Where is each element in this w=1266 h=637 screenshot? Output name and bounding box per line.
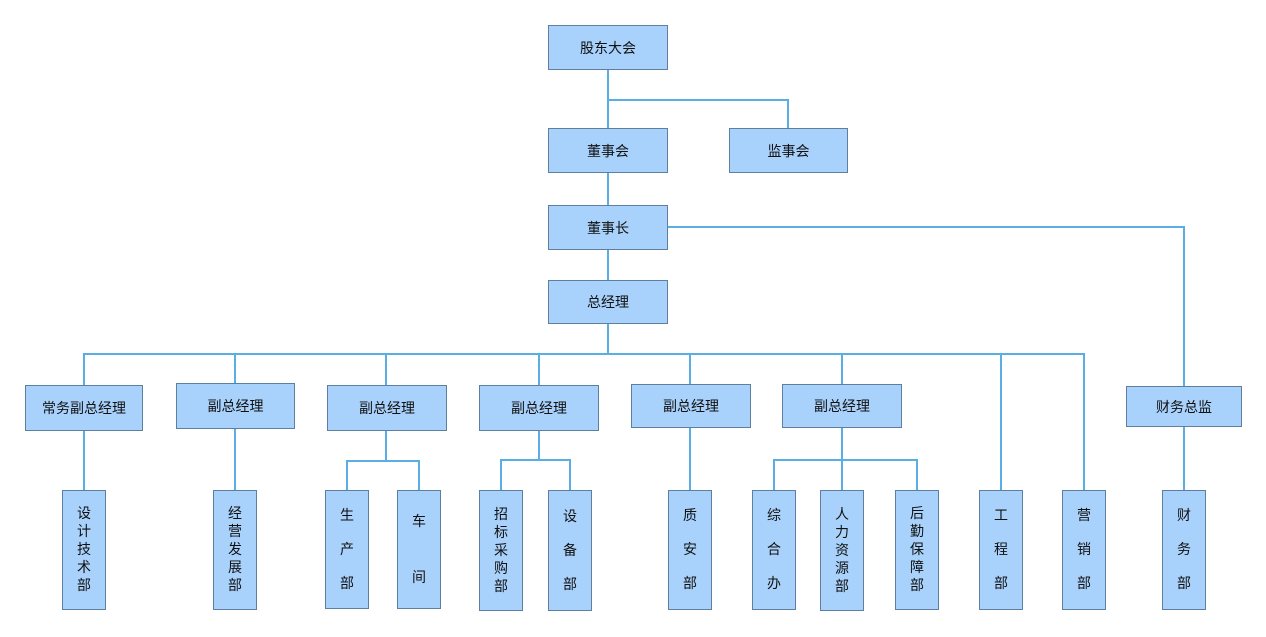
node-executive-vp: 常务副总经理 [25,385,143,431]
node-equipment-dept: 设备部 [548,490,592,611]
dept-label-char: 部 [494,578,508,595]
node-vp-2: 副总经理 [327,385,447,431]
dept-label-char: 部 [994,576,1008,592]
node-supervisors: 监事会 [729,128,848,173]
node-business-dev-dept: 经营发展部 [213,490,257,610]
dept-label-char: 营 [228,524,242,540]
dept-label-char: 间 [412,569,426,586]
dept-label-char: 程 [994,542,1008,558]
dept-label-char: 勤 [910,524,924,540]
dept-label-char: 部 [683,576,697,592]
dept-label-char: 备 [563,542,577,559]
dept-label-char: 术 [77,560,91,576]
dept-label-char: 部 [1077,576,1091,592]
dept-label-char: 发 [228,542,242,558]
dept-label-char: 务 [1177,542,1191,558]
node-vp-4: 副总经理 [631,384,751,428]
node-general-manager: 总经理 [548,280,668,324]
dept-label-char: 力 [835,524,849,541]
node-logistics-dept: 后勤保障部 [895,490,939,610]
dept-label-char: 保 [910,542,924,558]
node-engineering-dept: 工程部 [979,490,1023,610]
dept-label-char: 部 [340,575,354,592]
dept-label-char: 经 [228,506,242,522]
dept-label-char: 财 [1177,508,1191,524]
dept-label-char: 销 [1077,542,1091,558]
dept-label-char: 质 [683,508,697,524]
node-general-office: 综合办 [752,490,796,610]
dept-label-char: 购 [494,560,508,577]
dept-label-char: 部 [77,578,91,594]
node-quality-safety-dept: 质安部 [668,490,712,610]
dept-label-char: 展 [228,560,242,576]
dept-label-char: 办 [767,576,781,592]
dept-label-char: 设 [77,506,91,522]
dept-label-char: 源 [835,560,849,577]
dept-label-char: 标 [494,524,508,541]
dept-label-char: 部 [835,578,849,595]
dept-label-char: 部 [910,578,924,594]
dept-label-char: 招 [494,506,508,523]
dept-label-char: 营 [1077,508,1091,524]
dept-label-char: 部 [1177,576,1191,592]
dept-label-char: 部 [228,578,242,594]
node-shareholders: 股东大会 [548,25,668,70]
node-procurement-dept: 招标采购部 [479,490,523,611]
node-chairman: 董事长 [548,205,668,250]
node-workshop: 车间 [397,490,441,609]
dept-label-char: 生 [340,507,354,524]
dept-label-char: 综 [767,508,781,524]
dept-label-char: 合 [767,542,781,558]
dept-label-char: 资 [835,542,849,559]
dept-label-char: 技 [77,542,91,558]
node-board: 董事会 [548,128,668,173]
node-vp-3: 副总经理 [479,385,599,431]
dept-label-char: 后 [910,506,924,522]
dept-label-char: 安 [683,542,697,558]
node-vp-1: 副总经理 [176,383,295,429]
dept-label-char: 车 [412,513,426,530]
node-marketing-dept: 营销部 [1062,490,1106,610]
dept-label-char: 人 [835,506,849,523]
node-vp-5: 副总经理 [782,384,902,428]
node-production-dept: 生产部 [325,490,369,609]
node-hr-dept: 人力资源部 [820,490,864,611]
dept-label-char: 工 [994,508,1008,524]
node-design-tech-dept: 设计技术部 [62,490,106,610]
dept-label-char: 计 [77,524,91,540]
dept-label-char: 产 [340,541,354,558]
dept-label-char: 部 [563,576,577,593]
dept-label-char: 设 [563,508,577,525]
node-cfo: 财务总监 [1126,386,1242,427]
dept-label-char: 采 [494,542,508,559]
dept-label-char: 障 [910,560,924,576]
node-finance-dept: 财务部 [1162,490,1206,610]
